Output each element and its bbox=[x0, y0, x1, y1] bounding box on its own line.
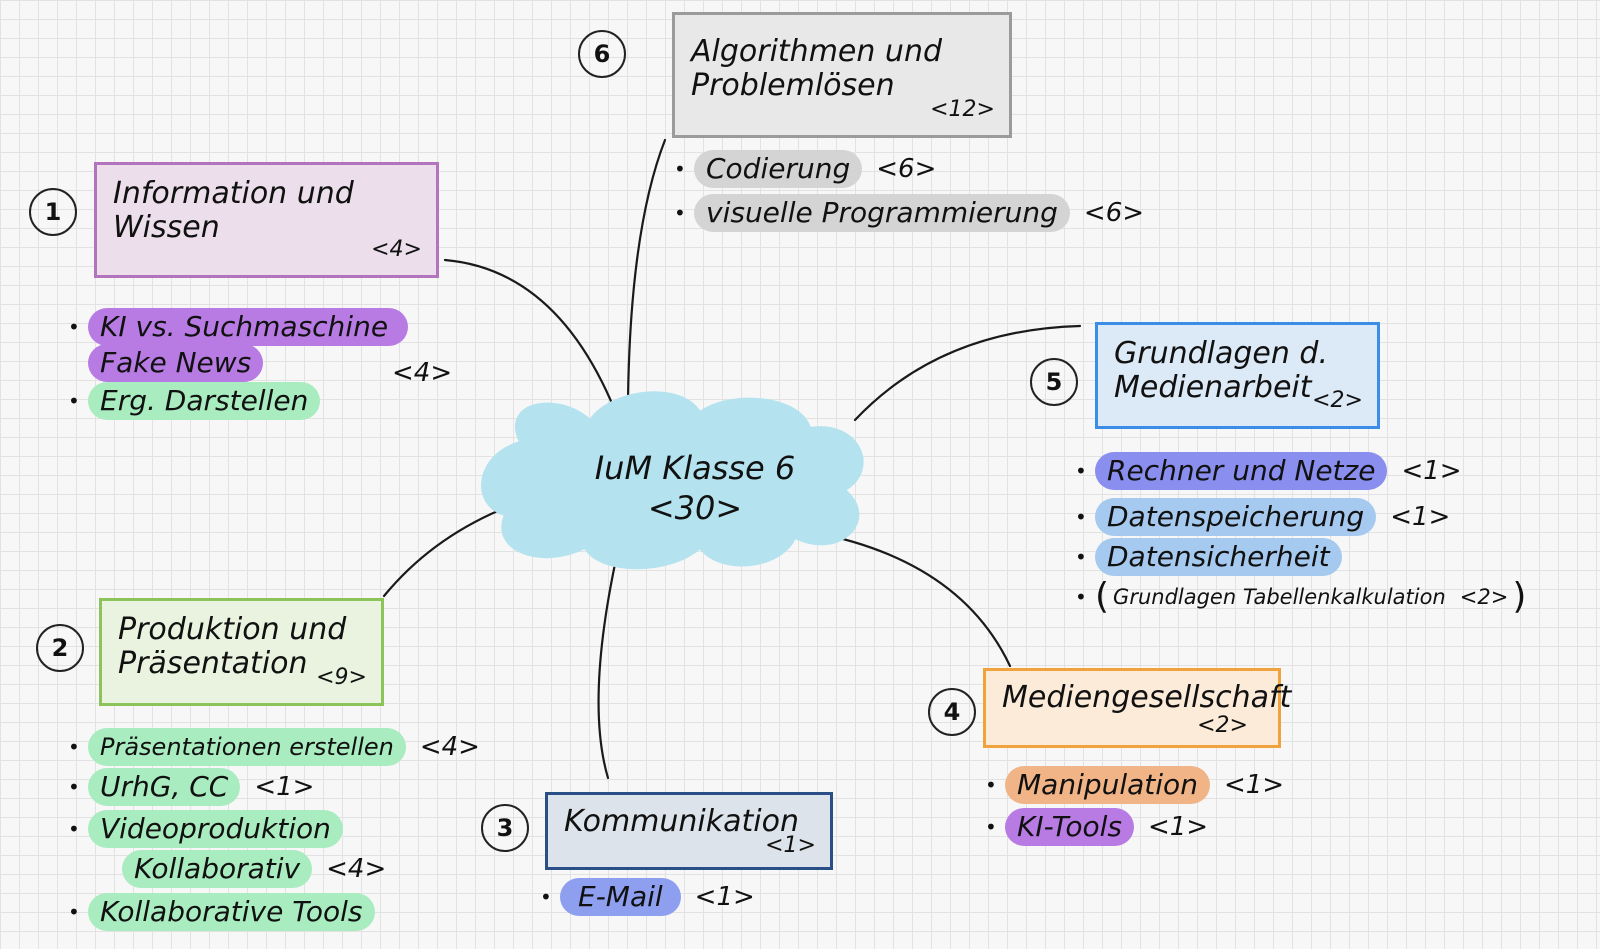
topic-number-3: 3 bbox=[481, 804, 529, 852]
item-hours: <6> bbox=[876, 154, 937, 184]
topic-hours-5: <2> bbox=[1312, 388, 1363, 413]
item-label: Manipulation bbox=[1005, 766, 1210, 804]
topic-number-6: 6 bbox=[578, 30, 626, 78]
list-item: • visuelle Programmierung <6> bbox=[674, 194, 1144, 232]
topic-number-2: 2 bbox=[36, 624, 84, 672]
center-node: IuM Klasse 6 <30> bbox=[530, 448, 860, 528]
item-label: Kollaborative Tools bbox=[88, 893, 375, 931]
item-label: Rechner und Netze bbox=[1095, 452, 1388, 490]
list-item: • Erg. Darstellen bbox=[68, 382, 321, 420]
line-to-topic-5 bbox=[853, 324, 1082, 422]
topic-title-3: Kommunikation bbox=[564, 804, 799, 839]
center-title: IuM Klasse 6 bbox=[594, 449, 796, 487]
list-item: • Videoproduktion bbox=[68, 810, 343, 848]
topic-title-5: Grundlagen d. Medienarbeit bbox=[1114, 336, 1328, 405]
topic-title-6: Algorithmen und Problemlösen bbox=[691, 34, 943, 103]
topic-title-2: Produktion und Präsentation bbox=[118, 612, 347, 681]
item-hours: <4> bbox=[326, 854, 387, 884]
item-label: Grundlagen Tabellenkalkulation bbox=[1113, 584, 1446, 609]
item-label: Codierung bbox=[694, 150, 863, 188]
item-label: E-Mail bbox=[560, 878, 681, 916]
center-cloud bbox=[481, 391, 864, 570]
topic-hours-2: <9> bbox=[316, 665, 367, 690]
list-item: • KI vs. Suchmaschine bbox=[68, 308, 409, 346]
item-hours: <2> bbox=[1459, 584, 1509, 609]
list-item: • Datenspeicherung <1> bbox=[1075, 498, 1450, 536]
list-item: • Manipulation <1> bbox=[985, 766, 1284, 804]
list-item: • Rechner und Netze <1> bbox=[1075, 452, 1462, 490]
item-label: Fake News bbox=[88, 344, 264, 382]
topic-hours-4: <2> bbox=[1197, 713, 1248, 738]
item-hours: <1> bbox=[694, 882, 755, 912]
list-item: • KI-Tools <1> bbox=[985, 808, 1208, 846]
list-item: • Kollaborative Tools bbox=[68, 893, 375, 931]
item-hours: <1> bbox=[1401, 456, 1462, 486]
item-hours: <1> bbox=[254, 772, 315, 802]
line-to-topic-2 bbox=[382, 508, 502, 598]
item-label: Videoproduktion bbox=[88, 810, 343, 848]
item-label: UrhG, CC bbox=[88, 768, 241, 806]
item-label: KI vs. Suchmaschine bbox=[88, 308, 409, 346]
item-label: KI-Tools bbox=[1005, 808, 1134, 846]
topic-title-4: Mediengesellschaft bbox=[1002, 680, 1292, 715]
item-hours: <6> bbox=[1083, 198, 1145, 228]
list-item: Fake News bbox=[88, 344, 264, 382]
item-label: Erg. Darstellen bbox=[88, 382, 321, 420]
topic-number-4: 4 bbox=[928, 688, 976, 736]
list-item: Kollaborativ <4> bbox=[122, 850, 386, 888]
group-hours: <4> bbox=[392, 358, 453, 388]
item-label: Präsentationen erstellen bbox=[88, 728, 406, 766]
line-to-topic-3 bbox=[597, 548, 620, 780]
list-item: • ( Grundlagen Tabellenkalkulation <2> ) bbox=[1075, 576, 1527, 617]
item-label: Datenspeicherung bbox=[1095, 498, 1377, 536]
item-label: visuelle Programmierung bbox=[694, 194, 1070, 232]
item-label: Datensicherheit bbox=[1095, 538, 1342, 576]
topic-hours-1: <4> bbox=[371, 237, 422, 262]
line-to-topic-4 bbox=[810, 530, 1012, 668]
list-item: • UrhG, CC <1> bbox=[68, 768, 314, 806]
topic-number-5: 5 bbox=[1030, 358, 1078, 406]
center-hours: <30> bbox=[647, 489, 743, 527]
line-to-topic-1 bbox=[443, 258, 620, 420]
item-label: Kollaborativ bbox=[122, 850, 313, 888]
item-hours: <1> bbox=[1147, 812, 1209, 842]
topic-box-3: Kommunikation <1> bbox=[545, 792, 833, 870]
line-to-topic-6 bbox=[626, 138, 667, 404]
list-item: • Präsentationen erstellen <4> bbox=[68, 728, 480, 766]
item-hours: <1> bbox=[1223, 770, 1285, 800]
topic-hours-6: <12> bbox=[930, 97, 995, 122]
list-item: • Codierung <6> bbox=[674, 150, 936, 188]
topic-box-6: Algorithmen und Problemlösen <12> bbox=[672, 12, 1012, 138]
item-hours: <1> bbox=[1390, 502, 1451, 532]
item-hours: <4> bbox=[419, 732, 480, 762]
topic-title-1: Information und Wissen bbox=[113, 176, 354, 245]
topic-box-2: Produktion und Präsentation <9> bbox=[99, 598, 384, 706]
topic-hours-3: <1> bbox=[765, 833, 816, 858]
topic-number-1: 1 bbox=[29, 188, 77, 236]
topic-box-4: Mediengesellschaft <2> bbox=[983, 668, 1292, 748]
list-item: • Datensicherheit bbox=[1075, 538, 1342, 576]
topic-box-1: Information und Wissen <4> bbox=[94, 162, 439, 278]
topic-box-5: Grundlagen d. Medienarbeit <2> bbox=[1095, 322, 1380, 429]
list-item: • E-Mail <1> bbox=[540, 878, 755, 916]
